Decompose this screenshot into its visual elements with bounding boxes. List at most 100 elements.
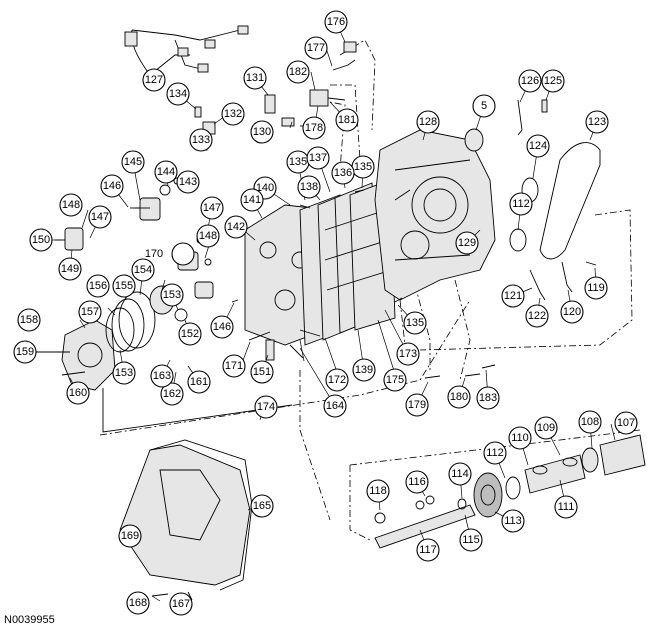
svg-text:164: 164 [326, 400, 344, 412]
svg-text:122: 122 [528, 310, 546, 322]
callouts: 5 107 108 109 110 111 112 112 113 114 11… [13, 10, 638, 616]
callout: 139 [352, 358, 376, 382]
svg-text:113: 113 [504, 515, 522, 527]
callout: 119 [584, 276, 608, 300]
callout: 135 [286, 150, 310, 174]
svg-text:110: 110 [511, 432, 529, 444]
svg-text:116: 116 [408, 476, 426, 488]
svg-text:148: 148 [62, 199, 80, 211]
callout: 143 [176, 170, 200, 194]
svg-text:156: 156 [89, 280, 107, 292]
svg-text:136: 136 [334, 167, 352, 179]
callout: 128 [416, 110, 440, 134]
callout: 141 [240, 188, 264, 212]
svg-text:117: 117 [419, 544, 437, 556]
svg-text:154: 154 [134, 264, 152, 276]
svg-text:131: 131 [246, 72, 264, 84]
callout: 135 [403, 311, 427, 335]
svg-text:153: 153 [163, 289, 181, 301]
callout: 159 [13, 340, 37, 364]
callout: 162 [160, 382, 184, 406]
svg-text:180: 180 [450, 391, 468, 403]
callout: 180 [447, 385, 471, 409]
bolts [130, 189, 496, 379]
callout: 151 [250, 360, 274, 384]
callout: 160 [66, 381, 90, 405]
callout: 153 [112, 361, 136, 385]
callout: 125 [541, 69, 565, 93]
callout: 171 [222, 354, 246, 378]
svg-text:162: 162 [163, 388, 181, 400]
svg-text:174: 174 [257, 401, 275, 413]
solenoids-left [55, 177, 214, 299]
svg-text:171: 171 [225, 360, 243, 372]
callout: 145 [121, 150, 145, 174]
svg-text:155: 155 [115, 280, 133, 292]
svg-text:141: 141 [243, 194, 261, 206]
callout: 117 [416, 538, 440, 562]
svg-text:112: 112 [512, 198, 530, 210]
callout: 161 [187, 370, 211, 394]
svg-text:120: 120 [563, 306, 581, 318]
callout: 133 [189, 128, 213, 152]
callout: 148 [59, 193, 83, 217]
callout: 134 [166, 82, 190, 106]
callout: 182 [286, 60, 310, 84]
svg-text:127: 127 [145, 74, 163, 86]
svg-text:118: 118 [369, 485, 387, 497]
svg-text:176: 176 [327, 16, 345, 28]
callout: 174 [254, 395, 278, 419]
callout: 127 [142, 68, 166, 92]
svg-text:157: 157 [81, 306, 99, 318]
svg-text:179: 179 [408, 399, 426, 411]
svg-text:107: 107 [617, 417, 635, 429]
svg-text:5: 5 [481, 100, 487, 112]
figure-id: N0039955 [4, 614, 55, 626]
callout: 136 [331, 161, 355, 185]
callout: 121 [501, 284, 525, 308]
callout: 157 [78, 300, 102, 324]
callout: 116 [405, 470, 429, 494]
callout: 148 [196, 224, 220, 248]
svg-text:169: 169 [121, 530, 139, 542]
svg-text:139: 139 [355, 364, 373, 376]
callout: 158 [17, 308, 41, 332]
callout: 153 [160, 283, 184, 307]
svg-text:172: 172 [328, 374, 346, 386]
svg-text:163: 163 [153, 370, 171, 382]
svg-text:134: 134 [169, 88, 187, 100]
svg-text:144: 144 [157, 166, 175, 178]
callout: 126 [518, 69, 542, 93]
callout: 175 [383, 368, 407, 392]
svg-text:168: 168 [129, 597, 147, 609]
svg-text:138: 138 [300, 181, 318, 193]
svg-text:115: 115 [462, 534, 480, 546]
svg-text:173: 173 [399, 348, 417, 360]
svg-text:129: 129 [458, 237, 476, 249]
callout: 172 [325, 368, 349, 392]
callout: 115 [459, 528, 483, 552]
svg-text:145: 145 [124, 156, 142, 168]
callout: 108 [578, 410, 602, 434]
callout: 150 [29, 228, 53, 252]
callout: 118 [366, 479, 390, 503]
svg-text:142: 142 [227, 221, 245, 233]
callout: 120 [560, 300, 584, 324]
svg-text:140: 140 [256, 182, 274, 194]
svg-text:119: 119 [587, 282, 605, 294]
callout: 111 [554, 495, 578, 519]
callout: 123 [585, 110, 609, 134]
callout: 183 [476, 386, 500, 410]
wiring-harness [124, 25, 249, 76]
svg-text:170: 170 [145, 248, 163, 260]
svg-text:148: 148 [199, 230, 217, 242]
svg-text:135: 135 [354, 161, 372, 173]
callout: 131 [243, 66, 267, 90]
callout: 156 [86, 274, 110, 298]
callout: 129 [455, 231, 479, 255]
callout: 170 [145, 242, 195, 266]
callout: 165 [250, 494, 274, 518]
svg-text:114: 114 [451, 468, 469, 480]
callout: 167 [169, 592, 193, 616]
